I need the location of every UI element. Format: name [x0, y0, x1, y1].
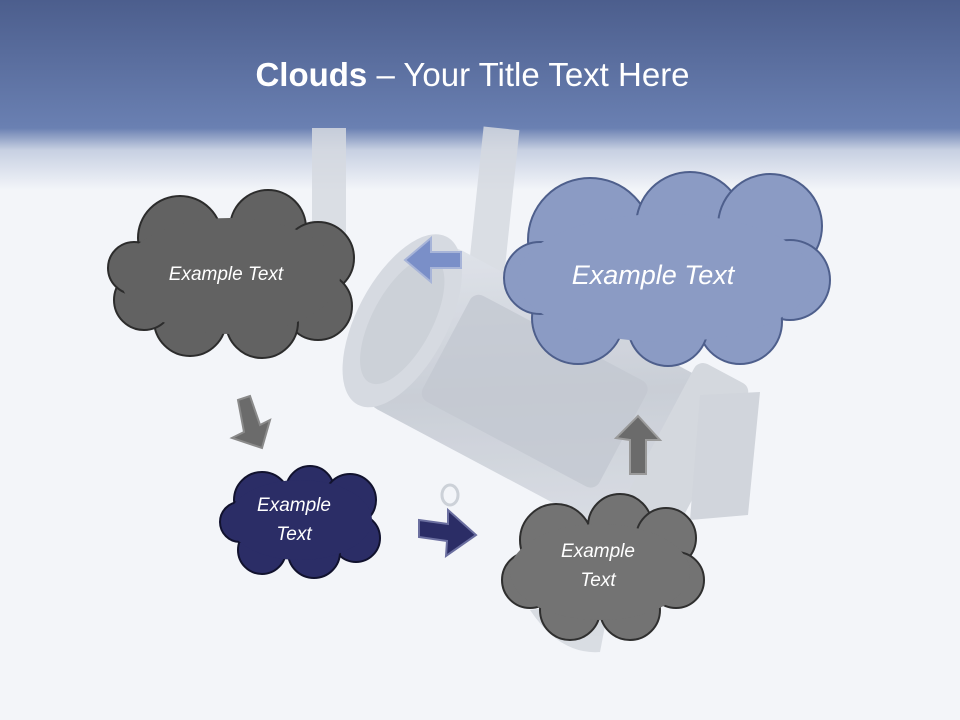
arrow-left-icon [403, 235, 462, 285]
cloud-bottom-right-line2: Text [580, 570, 616, 591]
title-rest: Your Title Text Here [403, 56, 690, 93]
cloud-top-right-label: Example Text [571, 259, 735, 290]
cloud-middle-left [219, 465, 381, 579]
title-bar [0, 0, 960, 190]
cloud-bottom-right [501, 493, 705, 641]
cloud-top-right [503, 171, 831, 367]
page-title: Clouds – Your Title Text Here [0, 52, 945, 98]
cloud-middle-left-line2: Text [276, 524, 312, 545]
cloud-middle-left-label: Example Text [232, 490, 356, 550]
cloud-middle-left-line1: Example [257, 495, 331, 516]
cloud-top-left [107, 189, 355, 359]
title-dash: – [367, 56, 404, 93]
cloud-top-left-label: Example Text [168, 264, 284, 285]
cloud-bottom-right-label: Example Text [536, 536, 660, 596]
arrow-down-icon [229, 394, 272, 450]
arrow-right-icon [418, 507, 478, 559]
cloud-bottom-right-line1: Example [561, 541, 635, 562]
title-bold: Clouds [255, 56, 368, 93]
arrow-up-icon [613, 414, 663, 475]
